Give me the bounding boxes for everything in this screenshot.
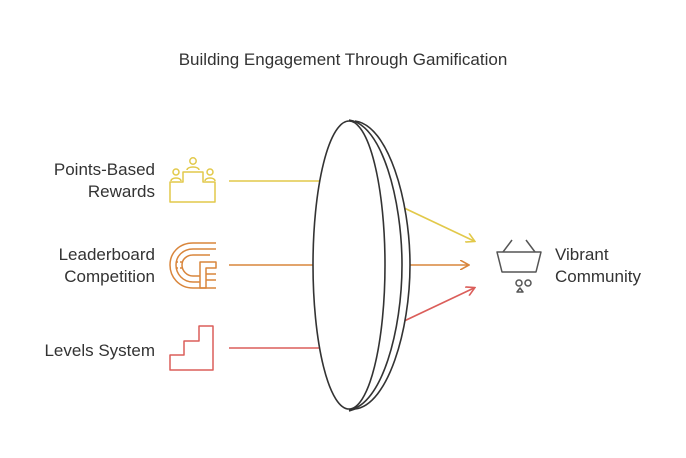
- label-levels-system: Levels System: [44, 340, 155, 362]
- label-leaderboard-competition: Leaderboard Competition: [59, 244, 155, 288]
- label-vibrant-community: Vibrant Community: [555, 244, 641, 288]
- label-points-based-rewards: Points-Based Rewards: [54, 159, 155, 203]
- label-line: Levels System: [44, 341, 155, 360]
- lens-icon: [312, 119, 411, 412]
- label-line: Points-Based: [53, 160, 155, 179]
- label-line: Leaderboard: [58, 245, 155, 264]
- label-line: Community: [555, 267, 641, 286]
- racetrack-icon: [169, 242, 217, 289]
- label-line: Competition: [64, 267, 155, 286]
- diagram-title: Building Engagement Through Gamification: [178, 50, 508, 69]
- podium-icon: [169, 157, 216, 203]
- label-line: Rewards: [87, 182, 155, 201]
- basket-icon: [496, 239, 542, 293]
- label-line: Vibrant: [555, 245, 609, 264]
- stairs-icon: [169, 325, 214, 371]
